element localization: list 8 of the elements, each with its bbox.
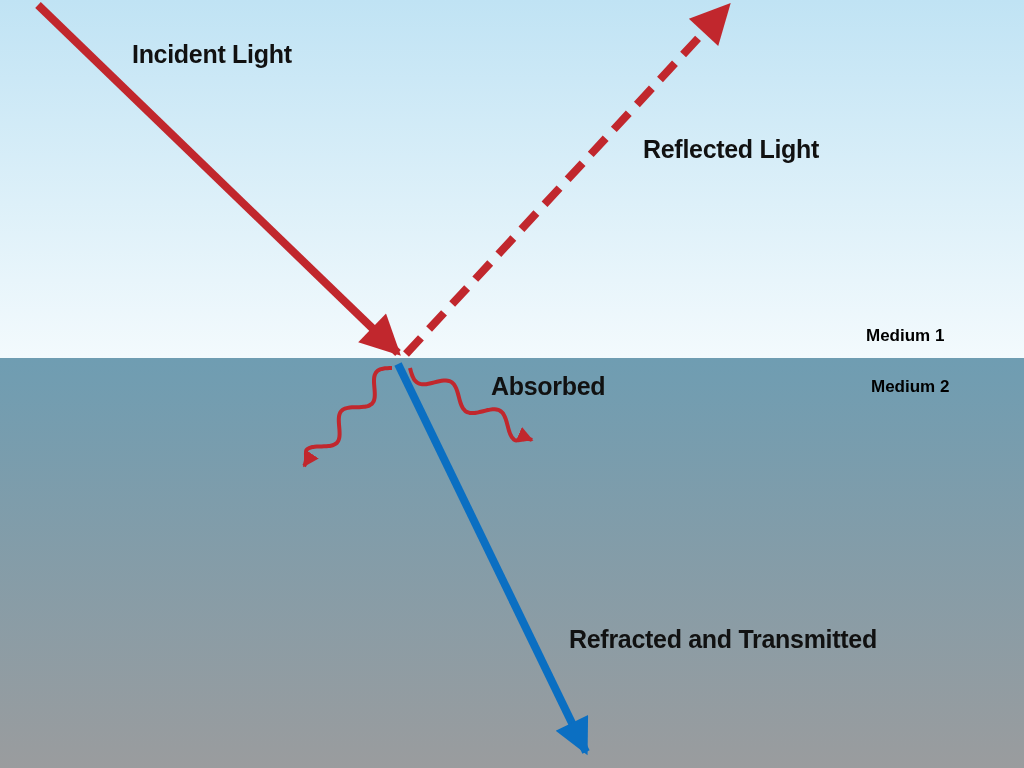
- medium-band: [0, 358, 1024, 768]
- medium-label: Medium 2: [871, 377, 950, 397]
- medium-band: [0, 0, 1024, 358]
- ray-label: Incident Light: [132, 40, 292, 69]
- ray-label: Absorbed: [491, 372, 606, 401]
- medium-label: Medium 1: [866, 326, 945, 346]
- ray-label: Reflected Light: [643, 135, 820, 164]
- ray-label: Refracted and Transmitted: [569, 625, 877, 654]
